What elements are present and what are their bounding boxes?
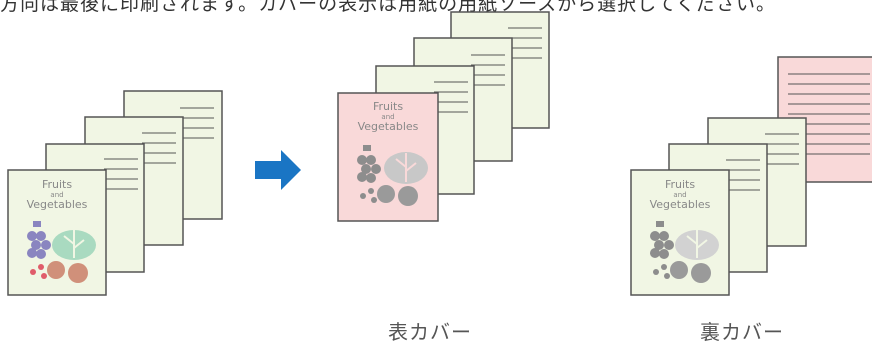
back-cover-stack: Fruits and Vegetables (630, 56, 872, 296)
cover-title-line1: Fruits (373, 100, 403, 113)
right-arrow-icon (255, 150, 301, 190)
front-cover-page: Fruits and Vegetables (337, 92, 439, 222)
berries-icon (30, 261, 88, 283)
cover-title-line1: Fruits (665, 178, 695, 191)
cover-title-line3: Vegetables (27, 198, 88, 211)
berries-icon (653, 261, 711, 283)
cover-title-line3: Vegetables (358, 120, 419, 133)
cover-title-line2: and (673, 191, 686, 199)
first-page: Fruits and Vegetables (630, 169, 730, 296)
leaf-icon (675, 230, 719, 260)
top-instruction-text: 方向は最後に印刷されます。カバーの表示は用紙の用紙ソースから選択してください。 (0, 0, 777, 13)
front-cover-caption: 表カバー (388, 320, 472, 344)
cover-page: Fruits and Vegetables (7, 169, 107, 296)
cover-title-line2: and (381, 113, 394, 121)
grapes-icon (650, 221, 674, 259)
original-document-stack: Fruits and Vegetables (7, 90, 223, 296)
grapes-icon (27, 221, 51, 259)
cover-title-line2: and (50, 191, 63, 199)
cover-title-line3: Vegetables (650, 198, 711, 211)
back-cover-caption: 裏カバー (700, 320, 784, 344)
berries-icon (360, 185, 418, 206)
leaf-icon (52, 230, 96, 260)
front-cover-stack: Fruits and Vegetables (337, 11, 550, 222)
grapes-icon (357, 145, 381, 183)
leaf-icon (384, 152, 428, 184)
cover-title-line1: Fruits (42, 178, 72, 191)
